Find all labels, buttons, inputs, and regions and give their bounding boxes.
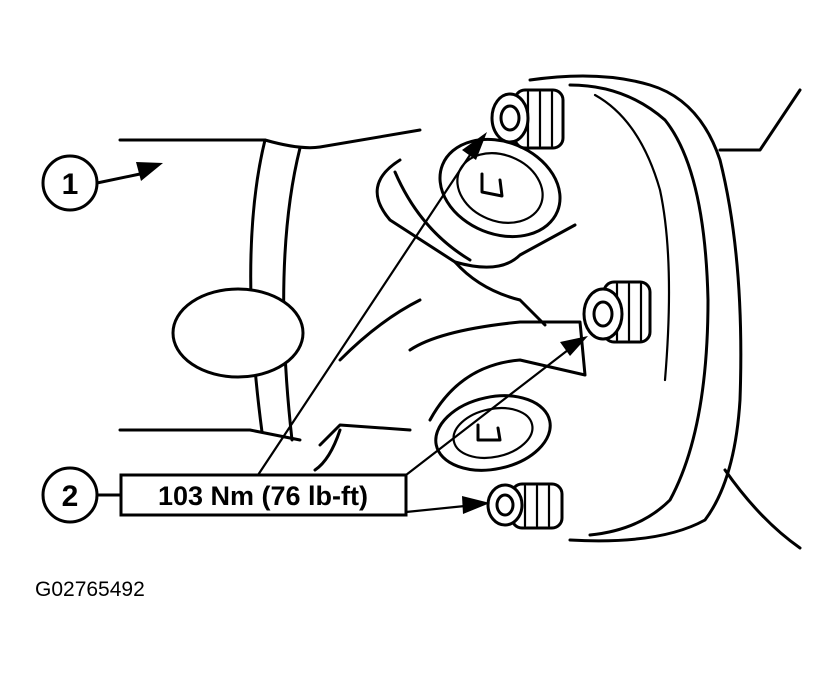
leader-to-middle-bolt	[404, 348, 570, 477]
leader-to-top-bolt	[256, 153, 472, 477]
leader-to-bottom-bolt	[404, 504, 467, 514]
torque-leaders	[256, 132, 588, 514]
arrowhead-bottom-bolt	[462, 496, 490, 514]
tube-access-hole	[171, 287, 305, 379]
bearing-cap-bottom	[434, 394, 552, 472]
callout-1-number: 1	[62, 168, 79, 201]
flange-bolt-top	[490, 88, 565, 150]
u-joint-yoke	[313, 158, 587, 472]
flange-bolt-middle	[582, 280, 652, 344]
callout-2-number: 2	[62, 480, 79, 513]
torque-spec-box: 103 Nm (76 lb-ft)	[119, 473, 408, 517]
callout-1-arrowhead	[136, 162, 163, 181]
driveshaft-tube	[118, 128, 422, 442]
arrowhead-top-bolt	[462, 132, 487, 160]
callout-2: 2	[41, 466, 123, 524]
callout-1: 1	[41, 154, 163, 212]
companion-flange	[528, 74, 802, 550]
flange-bolt-bottom	[486, 482, 564, 530]
arrowhead-middle-bolt	[560, 336, 588, 356]
figure-code: G02765492	[35, 578, 145, 601]
torque-spec-text: 103 Nm (76 lb-ft)	[158, 481, 368, 511]
callout-1-leader	[95, 172, 142, 185]
